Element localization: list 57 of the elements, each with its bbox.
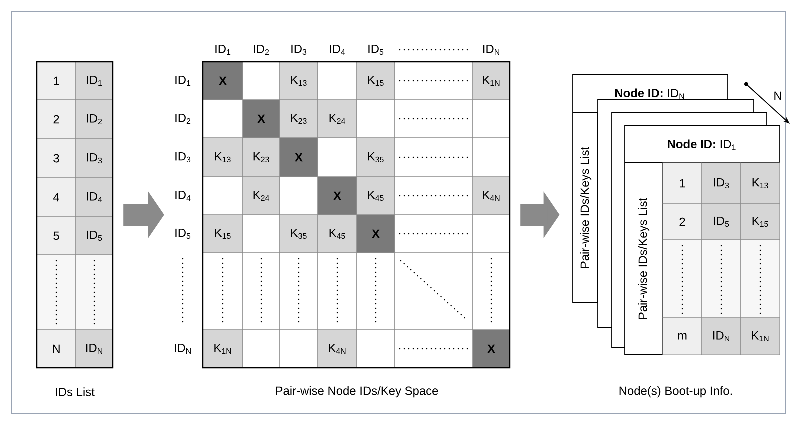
arrow-label: N	[774, 92, 782, 100]
table-cell: 1	[662, 162, 702, 204]
table-cell: K$_{1N}$	[472, 62, 510, 100]
table-cell: X	[472, 330, 510, 368]
table-cell: K$_{23}$	[242, 138, 280, 178]
row-header: ID$_{2}$	[176, 114, 191, 124]
table-cell: K$_{1N}$	[202, 330, 244, 368]
table-cell: K$_{4N}$	[472, 176, 510, 216]
table-cell: ID$_{2}$	[76, 100, 114, 140]
row-header: ID$_{4}$	[176, 191, 191, 202]
table-cell: 2	[662, 204, 702, 240]
row-header: ID$_{5}$	[176, 228, 191, 240]
table-cell: ID$_{N}$	[76, 330, 114, 368]
table-cell: K$_{24}$	[242, 176, 280, 216]
table-cell: 5	[36, 216, 76, 256]
table-cell: K$_{4N}$	[318, 330, 358, 368]
row-header: ID$_{N}$	[175, 344, 191, 354]
table-cell: K$_{23}$	[280, 100, 318, 138]
table-cell: X	[202, 62, 244, 100]
table-cell: 3	[36, 138, 76, 178]
table-cell: K$_{35}$	[356, 138, 396, 178]
row-header: ID$_{1}$	[176, 76, 191, 86]
table-cell: ID$_{3}$	[76, 138, 114, 178]
table-cell: m	[662, 318, 702, 356]
table-cell: 2	[36, 100, 76, 140]
table-cell: K$_{45}$	[356, 176, 396, 216]
table-cell: K$_{45}$	[318, 214, 358, 254]
row-header: ID$_{3}$	[176, 152, 191, 163]
table-cell: ID$_{1}$	[76, 62, 114, 100]
table-cell: K$_{24}$	[318, 100, 358, 138]
table-caption: IDs List	[56, 388, 95, 396]
table-cell: K$_{35}$	[280, 214, 318, 254]
table-cell: K$_{15}$	[202, 214, 244, 254]
table-cell: ID$_{5}$	[76, 216, 114, 256]
table-cell: ID$_{4}$	[76, 178, 114, 218]
table-cell: 1	[36, 62, 76, 100]
table-cell: 4	[36, 178, 76, 218]
table-caption: Node(s) Boot-up Info.	[620, 386, 732, 398]
table-cell: ID$_{3}$	[702, 162, 742, 204]
table-cell: K$_{1N}$	[740, 318, 780, 356]
vertical-label: Pair-wise IDs/Keys List	[580, 147, 592, 268]
table-cell: N	[36, 330, 76, 368]
card-header: Node ID: ID$_{N}$	[615, 88, 684, 100]
table-cell: K$_{15}$	[740, 204, 780, 240]
table-cell: K$_{15}$	[356, 62, 396, 100]
table-caption: Pair-wise Node IDs/Key Space	[276, 386, 438, 398]
table-cell: K$_{13}$	[740, 162, 780, 204]
table-cell: K$_{13}$	[202, 138, 244, 178]
table-cell: X	[242, 100, 280, 138]
card-header: Node ID: ID$_{1}$	[668, 140, 736, 150]
table-cell: X	[318, 176, 358, 216]
table-cell: ID$_{N}$	[702, 318, 742, 356]
table-cell: X	[356, 214, 396, 254]
table-cell: X	[280, 138, 318, 178]
table-cell: K$_{13}$	[280, 62, 318, 100]
vertical-label: Pair-wise IDs/Keys List	[638, 198, 650, 320]
table-cell: ID$_{5}$	[702, 204, 742, 240]
